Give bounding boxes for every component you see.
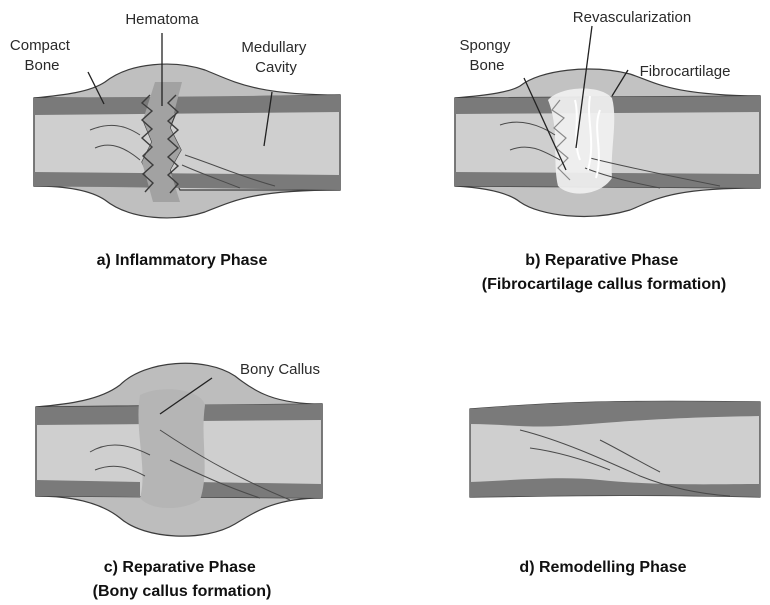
panel-fibrocartilage-callus: Revascularization Spongy Bone Fibrocarti… bbox=[455, 9, 760, 293]
caption-inflammatory: a) Inflammatory Phase bbox=[97, 252, 268, 269]
label-spongy-bone: Spongy Bone bbox=[459, 37, 514, 74]
panel-inflammatory: Compact Bone Hematoma Medullary Cavity a… bbox=[10, 11, 340, 269]
compact-bone-bottom bbox=[36, 480, 140, 497]
caption-fibrocartilage-callus: b) Reparative Phase (Fibrocartilage call… bbox=[482, 252, 726, 293]
compact-bone-top bbox=[34, 95, 340, 115]
label-fibrocartilage: Fibrocartilage bbox=[640, 63, 731, 80]
compact-bone-top bbox=[36, 406, 150, 425]
label-revascularization: Revascularization bbox=[573, 9, 691, 26]
caption-bony-callus: c) Reparative Phase (Bony callus formati… bbox=[93, 559, 272, 600]
compact-bone-bottom-right bbox=[195, 482, 322, 498]
label-compact-bone: Compact Bone bbox=[10, 37, 74, 74]
label-hematoma: Hematoma bbox=[125, 11, 199, 28]
callus-mass bbox=[138, 389, 205, 508]
panel-remodelling: d) Remodelling Phase bbox=[470, 401, 760, 576]
caption-remodelling: d) Remodelling Phase bbox=[519, 559, 686, 576]
label-bony-callus: Bony Callus bbox=[240, 361, 320, 378]
panel-bony-callus: Bony Callus c) Reparative Phase (Bony ca… bbox=[36, 361, 322, 600]
compact-bone-top-right bbox=[200, 404, 322, 421]
label-medullary-cavity: Medullary Cavity bbox=[241, 39, 310, 76]
